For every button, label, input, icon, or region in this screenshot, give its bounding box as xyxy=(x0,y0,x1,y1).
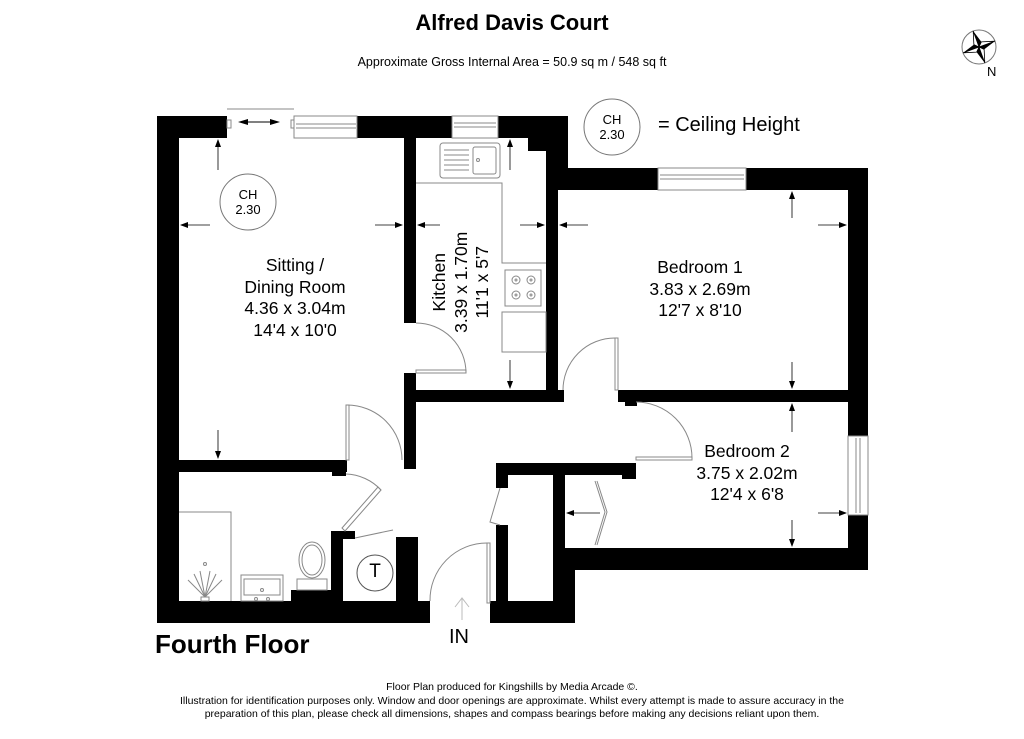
dimension-arrows xyxy=(180,139,847,547)
room-name-line2: Dining Room xyxy=(244,276,346,297)
entrance-label: IN xyxy=(449,626,469,648)
room-name-line1: Sitting / xyxy=(265,255,325,275)
fixtures xyxy=(179,142,547,620)
toilet-icon xyxy=(296,541,328,591)
room-imperial: 14'4 x 10'0 xyxy=(253,319,337,340)
wash-basin-icon xyxy=(240,574,284,602)
ceiling-height-legend-circle xyxy=(583,98,641,156)
sitting-ch-badge: CH 2.30 xyxy=(220,187,276,217)
room-label-sitting-dining: Sitting / Dining Room 4.36 x 3.04m 14'4 … xyxy=(190,255,400,341)
sitting-ceiling-height-circle xyxy=(219,173,277,231)
room-name: Bedroom 1 xyxy=(657,257,743,277)
floor-level-label: Fourth Floor xyxy=(155,629,310,659)
room-metric: 3.39 x 1.70m xyxy=(450,231,471,333)
legend-ch-badge: CH 2.30 xyxy=(584,112,640,142)
sliding-door-arrow-icon xyxy=(238,119,280,125)
footer-disclaimer-line1: Illustration for identification purposes… xyxy=(180,695,844,707)
room-metric: 3.83 x 2.69m xyxy=(649,278,751,299)
gross-internal-area: Approximate Gross Internal Area = 50.9 s… xyxy=(357,55,667,69)
legend-ch-value: 2.30 xyxy=(599,127,625,142)
shower-icon xyxy=(187,562,223,602)
room-label-bedroom-2: Bedroom 2 3.75 x 2.02m 12'4 x 6'8 xyxy=(667,441,827,506)
room-imperial: 11'1 x 5'7 xyxy=(471,245,492,319)
plan-title: Alfred Davis Court xyxy=(415,10,609,35)
footer-credit: Floor Plan produced for Kingshills by Me… xyxy=(386,681,638,693)
room-label-kitchen: Kitchen 3.39 x 1.70m 11'1 x 5'7 xyxy=(429,217,494,347)
room-metric: 3.75 x 2.02m xyxy=(696,462,798,483)
room-name: Kitchen xyxy=(428,253,449,312)
windows xyxy=(226,108,869,516)
room-label-bedroom-1: Bedroom 1 3.83 x 2.69m 12'7 x 8'10 xyxy=(620,257,780,322)
room-name: Bedroom 2 xyxy=(704,441,790,461)
kitchen-sink-icon xyxy=(439,142,501,179)
room-imperial: 12'7 x 8'10 xyxy=(658,300,742,320)
entrance-arrow-icon xyxy=(454,597,470,620)
sitting-ch-label: CH xyxy=(238,187,258,202)
water-tank-symbol xyxy=(356,554,394,592)
walls xyxy=(157,116,868,623)
legend-meaning: = Ceiling Height xyxy=(658,114,800,136)
room-metric: 4.36 x 3.04m xyxy=(244,298,346,318)
legend-ch-label: CH xyxy=(602,112,622,127)
hob-icon xyxy=(504,269,542,307)
water-tank-label: T xyxy=(369,561,381,582)
footer-disclaimer-line2: preparation of this plan, please check a… xyxy=(204,708,820,720)
doors xyxy=(341,322,693,604)
room-imperial: 12'4 x 6'8 xyxy=(710,484,784,504)
sitting-ch-value: 2.30 xyxy=(235,202,261,217)
compass-rose-icon xyxy=(961,29,997,65)
compass-north-label: N xyxy=(987,64,997,79)
